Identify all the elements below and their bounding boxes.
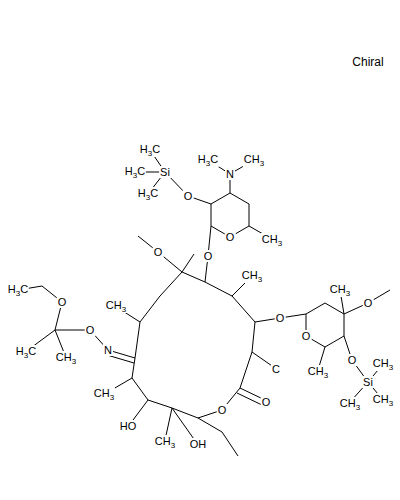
atom-label: N (103, 344, 113, 356)
atom-label: C (271, 363, 281, 375)
atom-label: H3C (197, 153, 219, 167)
atom-label: O (301, 330, 312, 342)
atom-label: H3C (139, 143, 161, 157)
atom-label: OH (189, 438, 208, 450)
atom-label: CH3 (243, 153, 265, 167)
atom-label: O (275, 312, 286, 324)
sugar-ring (306, 303, 344, 347)
atom-label: CH3 (154, 435, 176, 449)
atom-label: O (57, 296, 68, 308)
atom-label: O (225, 231, 236, 243)
atom-label: N (225, 168, 235, 180)
atom-label: HO (119, 420, 138, 432)
atom-label: O (261, 396, 272, 408)
atom-label: O (217, 404, 228, 416)
atom-label: H3C (15, 345, 37, 359)
atom-label: CH3 (105, 299, 127, 313)
atom-label: CH3 (307, 365, 329, 379)
atom-label: Si (362, 376, 374, 388)
atom-label: CH3 (261, 233, 283, 247)
atom-label: H3C (137, 187, 159, 201)
atom-label: O (347, 354, 358, 366)
atom-label: O (153, 246, 164, 258)
atom-label: CH3 (329, 283, 351, 297)
macrolactone-ring (132, 272, 255, 418)
atom-label: H3C (124, 165, 146, 179)
atom-label: CH3 (339, 397, 361, 411)
chirality-note: Chiral (351, 56, 384, 68)
atom-label: H3C (7, 283, 29, 297)
atom-label: O (183, 190, 194, 202)
atom-label: CH3 (372, 393, 394, 407)
atom-label: O (203, 250, 214, 262)
atom-label: Si (159, 166, 171, 178)
atom-label: O (363, 297, 374, 309)
atom-label: CH3 (241, 269, 263, 283)
atom-label: CH3 (93, 387, 115, 401)
atom-label: CH3 (55, 351, 77, 365)
atom-label: O (85, 324, 96, 336)
atom-label: CH3 (372, 357, 394, 371)
